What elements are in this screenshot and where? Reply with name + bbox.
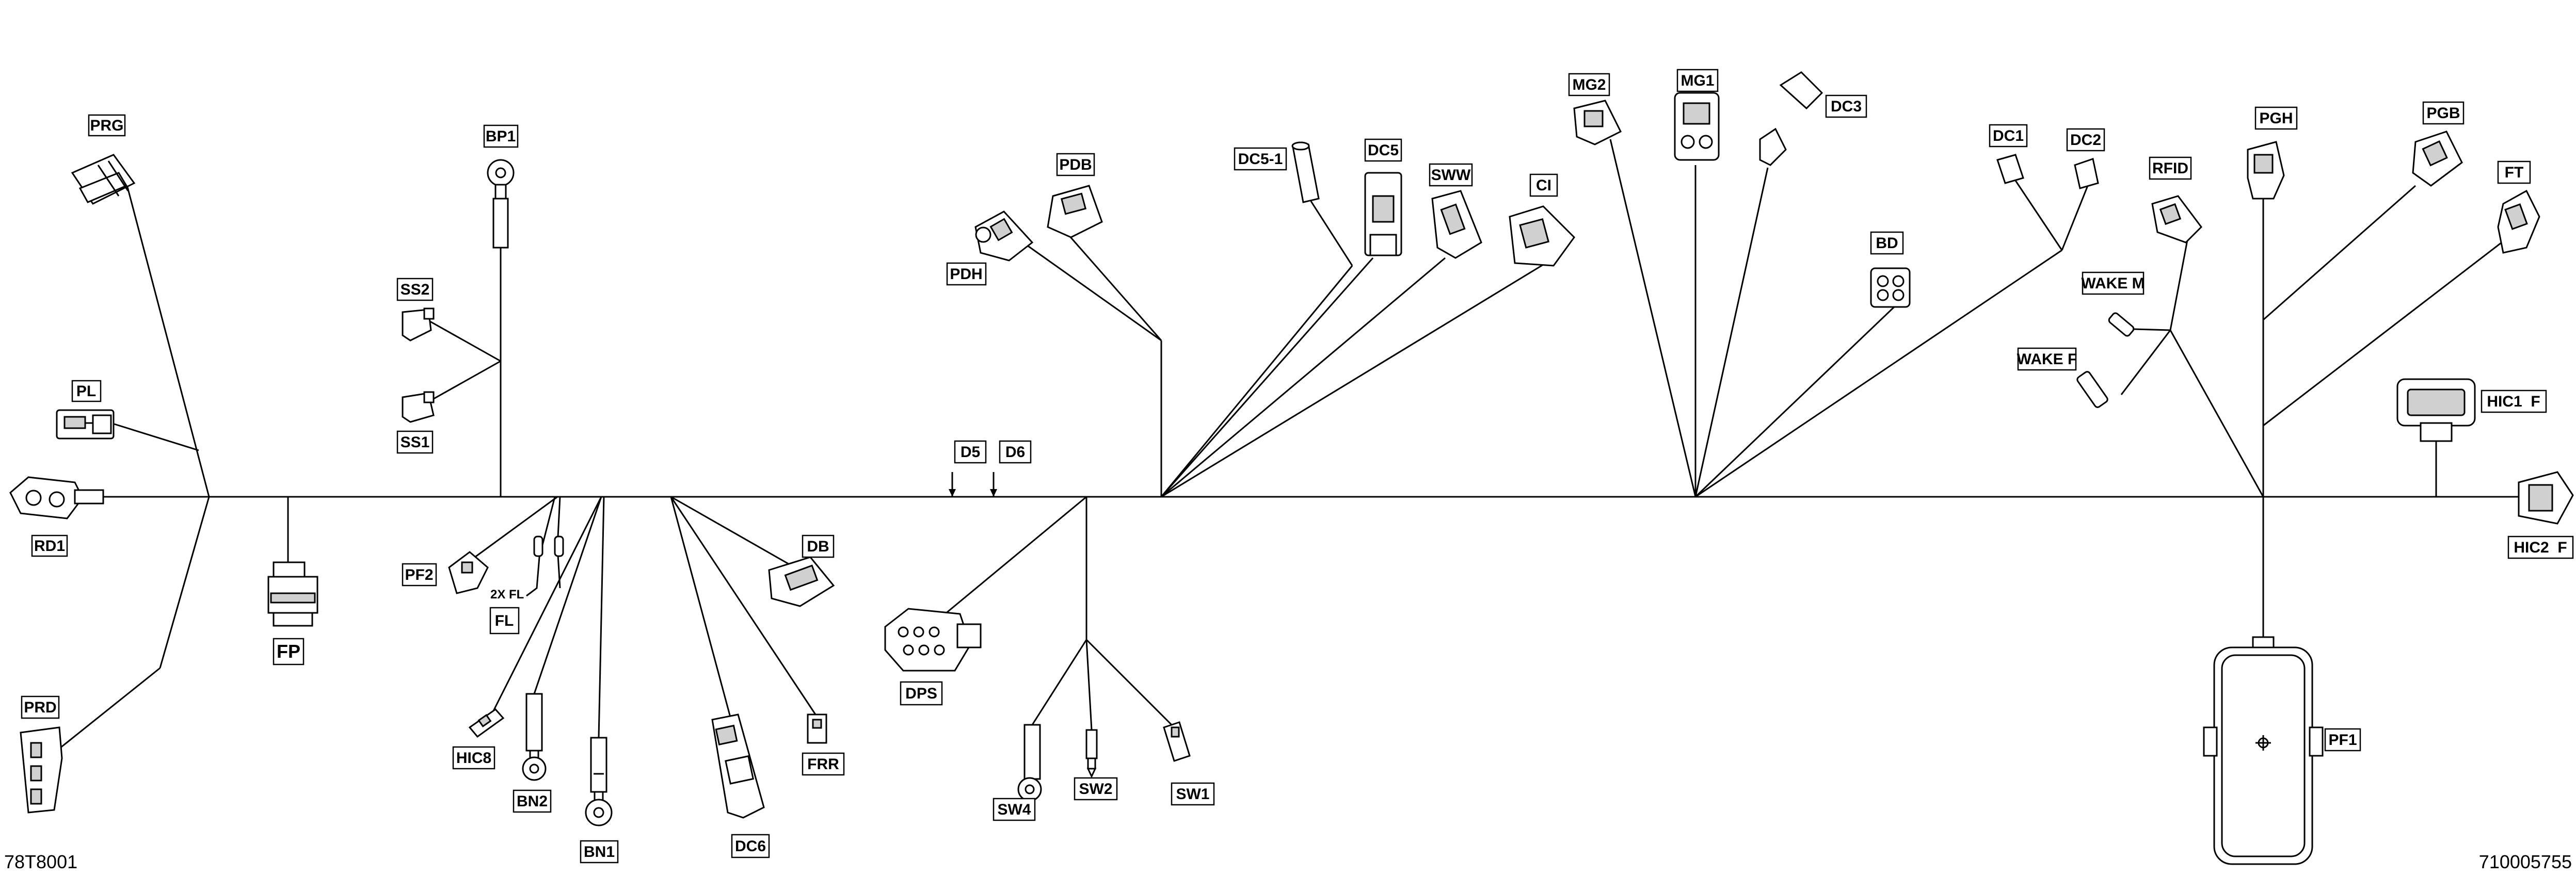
label-bn1: BN1 <box>584 843 615 860</box>
frr-connector <box>807 713 827 744</box>
db-connector <box>768 556 835 607</box>
label-sw4: SW4 <box>997 801 1031 818</box>
label-prg: PRG <box>90 117 123 134</box>
hic1-f-connector <box>2396 378 2476 442</box>
pl-connector <box>56 409 115 440</box>
pgh-connector <box>2247 141 2285 200</box>
label-fl-quantity: 2X FL <box>490 588 524 602</box>
label-sw1: SW1 <box>1176 786 1209 803</box>
label-bn2: BN2 <box>517 793 548 810</box>
bn1-ring-terminal <box>585 737 613 826</box>
dc2-connector <box>2074 158 2099 189</box>
label-dc2: DC2 <box>2070 132 2101 149</box>
label-hic2-f: HIC2 F <box>2514 539 2567 556</box>
bn2-ring-terminal <box>522 693 547 781</box>
label-pl: PL <box>76 383 96 400</box>
dc5-connector <box>1364 172 1402 256</box>
dps-connector <box>884 608 982 672</box>
pf2-connector <box>448 551 489 594</box>
label-ss1: SS1 <box>401 434 430 451</box>
label-mg1: MG1 <box>1681 72 1714 89</box>
label-pdb: PDB <box>1059 156 1092 173</box>
hic8-connector <box>468 708 505 738</box>
connector-graphics <box>9 71 2574 865</box>
label-prd: PRD <box>24 699 56 716</box>
dc3-connector <box>1759 71 1823 166</box>
label-fl: FL <box>495 612 514 629</box>
ss2-connector <box>402 307 435 342</box>
ft-connector <box>2497 189 2540 254</box>
prd-connector <box>20 726 63 814</box>
label-pgh: PGH <box>2259 110 2293 127</box>
bd-connector <box>1870 267 1911 308</box>
connector-labels: PRG PL RD1 PRD FP BP1 SS2 SS1 PF2 2X FL … <box>21 69 2574 864</box>
pdb-connector <box>1047 185 1103 238</box>
sww-connector <box>1431 190 1482 259</box>
label-pdh: PDH <box>950 266 982 283</box>
label-dc5: DC5 <box>1368 142 1399 159</box>
label-dps: DPS <box>905 685 937 702</box>
footer-left-code: 78T8001 <box>4 851 77 872</box>
label-ft: FT <box>2505 164 2524 181</box>
pf1-fuse-box <box>2203 636 2324 865</box>
label-hic1-f: HIC1 F <box>2487 393 2540 410</box>
label-pgb: PGB <box>2426 105 2460 122</box>
label-rd1: RD1 <box>34 538 65 555</box>
label-frr: FRR <box>807 756 839 773</box>
label-d5: D5 <box>961 444 980 461</box>
rfid-connector <box>2151 195 2202 243</box>
fp-connector <box>267 561 318 627</box>
rd1-connector <box>9 476 104 519</box>
dc6-connector <box>711 713 765 819</box>
label-wake-m: WAKE M <box>2081 275 2145 292</box>
ss1-connector <box>402 391 435 423</box>
label-dc3: DC3 <box>1831 98 1862 115</box>
label-db: DB <box>807 538 829 555</box>
wake-f-connector <box>2076 371 2108 408</box>
dc1-connector <box>1996 154 2024 184</box>
label-mg2: MG2 <box>1572 76 1606 93</box>
label-dc1: DC1 <box>1993 127 2024 144</box>
label-wake-f: WAKE F <box>2017 351 2077 368</box>
label-pf1: PF1 <box>2328 732 2357 749</box>
bp1-ring-terminal <box>487 159 515 249</box>
label-bd: BD <box>1876 235 1898 252</box>
hic2-f-connector <box>2518 471 2574 525</box>
label-bp1: BP1 <box>486 128 516 145</box>
prg-connector <box>71 154 136 205</box>
label-rfid: RFID <box>2152 160 2188 177</box>
sw4-ring-terminal <box>1017 724 1042 802</box>
label-fp: FP <box>277 641 300 662</box>
dc5-1-connector <box>1291 141 1320 203</box>
label-pf2: PF2 <box>405 566 433 583</box>
fl-fuse-links <box>533 535 564 557</box>
label-d6: D6 <box>1005 444 1025 461</box>
ci-connector <box>1509 205 1575 267</box>
label-dc6: DC6 <box>735 838 766 855</box>
label-ci: CI <box>1536 177 1551 194</box>
pdh-connector <box>974 210 1034 262</box>
sw2-terminal <box>1085 729 1098 778</box>
mg2-connector <box>1573 100 1622 145</box>
label-sw2: SW2 <box>1079 781 1112 798</box>
label-sww: SWW <box>1431 167 1471 184</box>
label-hic8: HIC8 <box>456 750 491 767</box>
harness-wires <box>56 139 2524 752</box>
mg1-connector <box>1674 92 1720 161</box>
wake-m-connector <box>2108 312 2135 337</box>
label-ss2: SS2 <box>401 281 430 298</box>
footer-right-code: 710005755 <box>2479 851 2572 872</box>
sw1-connector <box>1163 721 1191 762</box>
pgb-connector <box>2412 131 2463 187</box>
label-dc5-1: DC5-1 <box>1238 151 1283 168</box>
